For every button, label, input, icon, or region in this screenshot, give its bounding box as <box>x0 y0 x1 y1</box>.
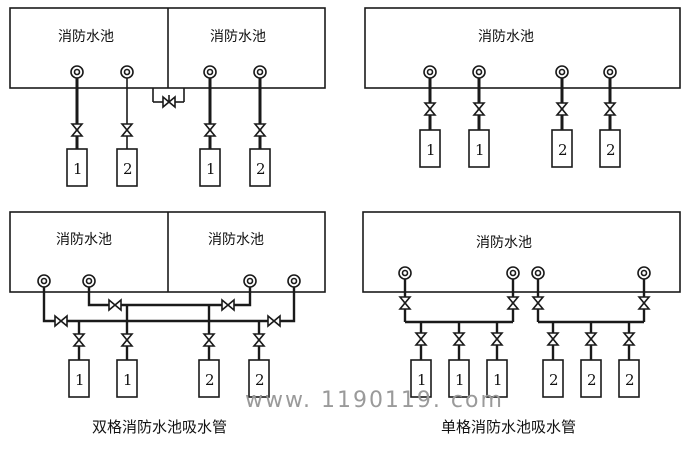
pump-box <box>618 359 640 398</box>
pump-label: 1 <box>417 371 427 389</box>
pool-label: 消防水池 <box>478 29 534 45</box>
pump-box <box>419 129 441 168</box>
gate-valve-icon <box>108 298 122 312</box>
gate-valve-icon <box>120 123 134 137</box>
pump-box <box>486 359 508 398</box>
suction-inlet <box>637 266 651 280</box>
pump-label: 2 <box>205 371 215 389</box>
pump-label: 2 <box>606 141 616 159</box>
suction-pipe <box>472 65 486 130</box>
pump-label: 1 <box>475 141 485 159</box>
pump-label: 1 <box>426 141 436 159</box>
pump-box <box>542 359 564 398</box>
gate-valve-icon <box>546 332 560 346</box>
pool-tank <box>362 211 681 293</box>
suction-inlet <box>506 266 520 280</box>
pump-label: 1 <box>206 160 216 178</box>
gate-valve-icon <box>203 123 217 137</box>
gate-valve-icon <box>162 95 176 109</box>
gate-valve-icon <box>603 102 617 116</box>
gate-valve-icon <box>414 332 428 346</box>
gate-valve-icon <box>72 333 86 347</box>
gate-valve-icon <box>423 102 437 116</box>
suction-inlet <box>287 274 301 288</box>
pump-box <box>68 359 90 398</box>
panel-single-pool-bottom: 消防水池 1 1 <box>362 211 681 398</box>
pump-box <box>248 359 270 398</box>
gate-valve-icon <box>398 296 412 310</box>
pool-label: 消防水池 <box>58 29 114 45</box>
gate-valve-icon <box>637 296 651 310</box>
pump-box <box>551 129 573 168</box>
pump-box <box>198 359 220 398</box>
gate-valve-icon <box>506 296 520 310</box>
inner-header-pipe <box>87 287 252 330</box>
pump-box <box>410 359 432 398</box>
pump-label: 2 <box>625 371 635 389</box>
gate-valve-icon <box>622 332 636 346</box>
gate-valve-icon <box>120 333 134 347</box>
suction-inlet <box>243 274 257 288</box>
pump-label: 1 <box>75 371 85 389</box>
suction-pipe <box>555 65 569 130</box>
gate-valve-icon <box>202 333 216 347</box>
gate-valve-icon <box>472 102 486 116</box>
pump-label: 2 <box>255 371 265 389</box>
pump-box <box>468 129 490 168</box>
pool-label: 消防水池 <box>208 232 264 248</box>
cross-connection-pipe <box>152 88 185 109</box>
panel-double-pool-bottom: 消防水池 消防水池 <box>9 211 326 398</box>
caption-double-pool: 双格消防水池吸水管 <box>92 418 227 436</box>
pump-label: 2 <box>587 371 597 389</box>
pump-label: 2 <box>123 160 133 178</box>
pump-label: 2 <box>549 371 559 389</box>
pump-label: 2 <box>256 160 266 178</box>
suction-inlet <box>82 274 96 288</box>
outer-header-pipe <box>42 287 296 330</box>
pool-label: 消防水池 <box>210 29 266 45</box>
caption-single-pool: 单格消防水池吸水管 <box>441 418 576 436</box>
gate-valve-icon <box>452 332 466 346</box>
pump-box <box>116 148 138 187</box>
pump-box <box>599 129 621 168</box>
gate-valve-icon <box>531 296 545 310</box>
suction-pipe <box>120 65 134 149</box>
gate-valve-icon <box>584 332 598 346</box>
gate-valve-icon <box>70 123 84 137</box>
suction-pipe <box>603 65 617 130</box>
gate-valve-icon <box>555 102 569 116</box>
gate-valve-icon <box>54 314 68 328</box>
pump-box <box>199 148 221 187</box>
panel-single-pool-top: 消防水池 1 1 2 2 <box>364 7 681 168</box>
pool-tank <box>364 7 681 89</box>
gate-valve-icon <box>490 332 504 346</box>
pump-box <box>116 359 138 398</box>
pool-label: 消防水池 <box>56 232 112 248</box>
pump-label: 1 <box>493 371 503 389</box>
pump-label: 1 <box>455 371 465 389</box>
pump-box <box>249 148 271 187</box>
panel-double-pool-top: 消防水池 消防水池 1 2 1 2 <box>9 7 326 187</box>
gate-valve-icon <box>267 314 281 328</box>
pump-label: 1 <box>123 371 133 389</box>
gate-valve-icon <box>252 333 266 347</box>
pool-label: 消防水池 <box>476 235 532 251</box>
suction-pipe <box>423 65 437 130</box>
gate-valve-icon <box>221 298 235 312</box>
suction-inlet <box>37 274 51 288</box>
pump-box <box>448 359 470 398</box>
gate-valve-icon <box>253 123 267 137</box>
pump-label: 1 <box>73 160 83 178</box>
watermark: www. 1190119. com <box>245 388 504 413</box>
suction-inlet <box>531 266 545 280</box>
pump-box <box>580 359 602 398</box>
pump-box <box>66 148 88 187</box>
suction-inlet <box>398 266 412 280</box>
pump-label: 2 <box>558 141 568 159</box>
